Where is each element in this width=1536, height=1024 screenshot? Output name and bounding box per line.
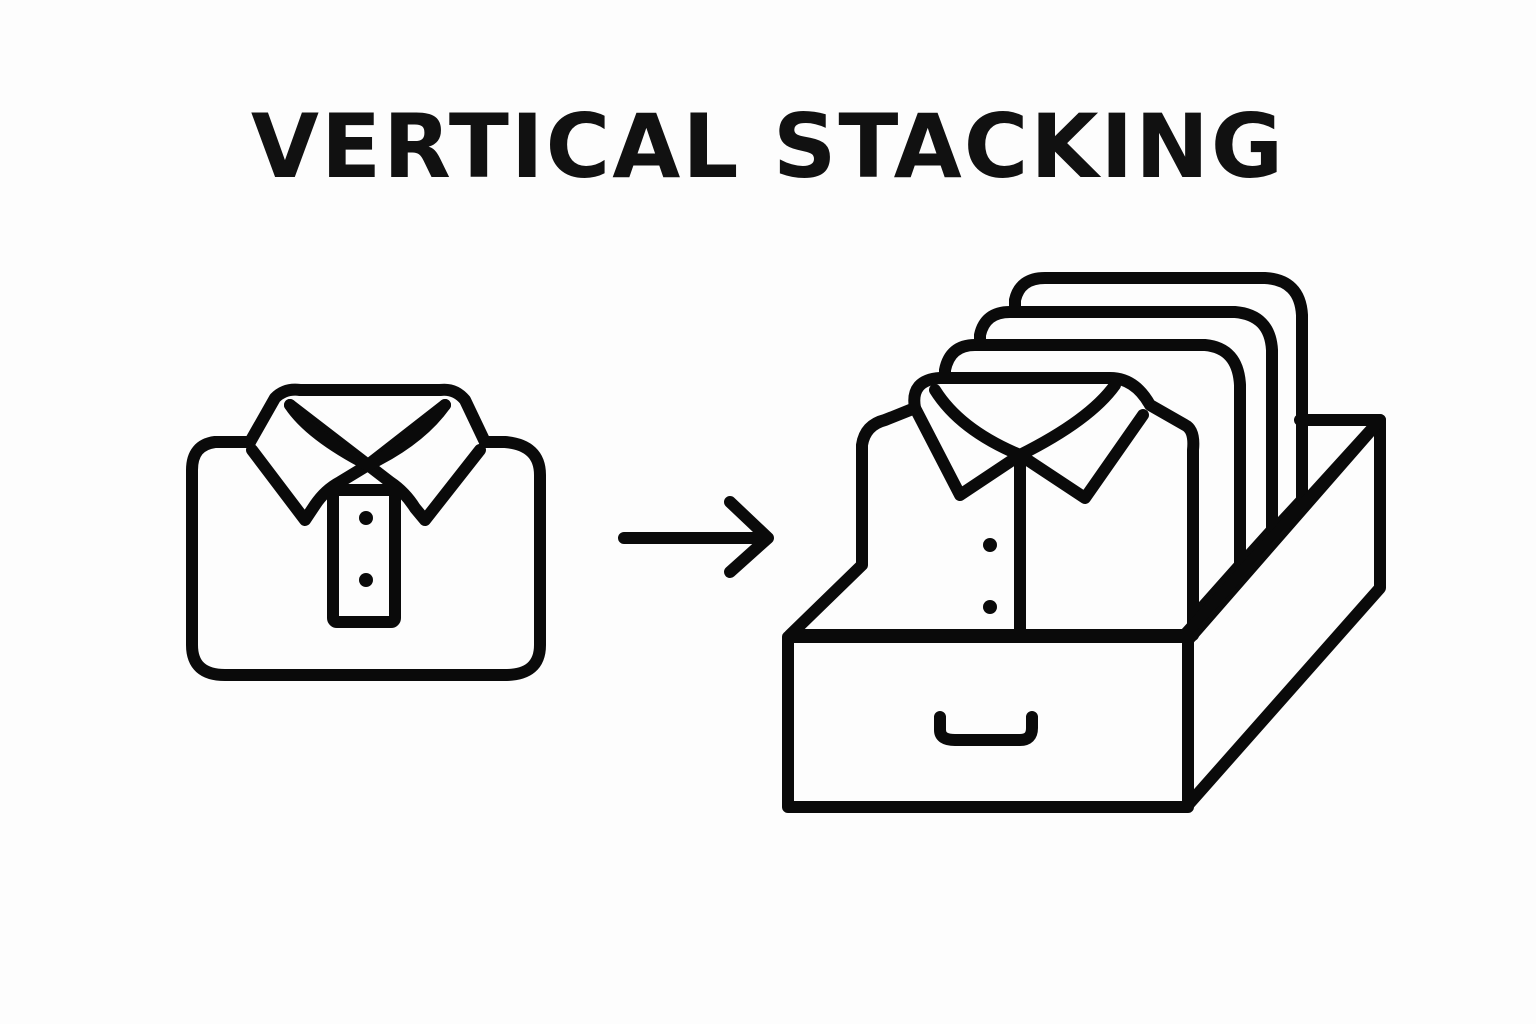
folded-polo-shirt-icon: [186, 383, 546, 681]
drawer-with-stacked-shirts-icon: [782, 272, 1386, 813]
diagram-title: VERTICAL STACKING: [250, 95, 1286, 198]
arrow-right-icon: [618, 496, 774, 578]
